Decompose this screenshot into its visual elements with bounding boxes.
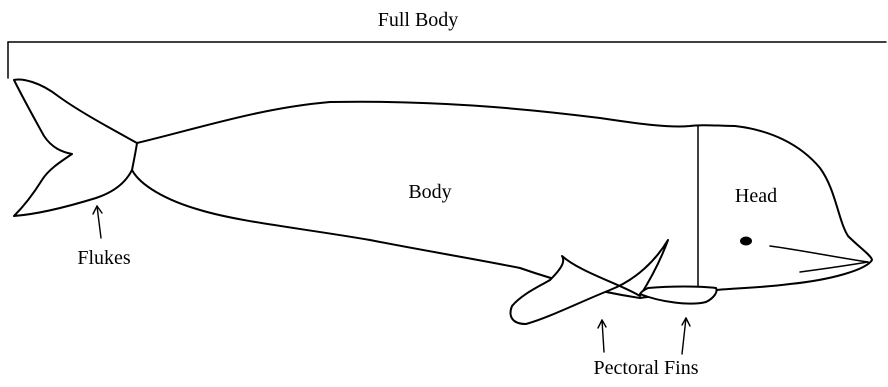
pectoral-fin-far: [640, 287, 717, 304]
full-body-label: Full Body: [378, 9, 459, 31]
pectoral-fin-far-arrow: [682, 318, 690, 354]
flukes-label: Flukes: [77, 247, 131, 269]
head-label: Head: [735, 185, 777, 207]
tail-flukes-outline: [14, 80, 137, 216]
flukes-arrow: [93, 206, 102, 238]
body-label: Body: [408, 181, 451, 203]
pectoral-fin-near-arrow: [598, 320, 606, 352]
full-body-bracket: [8, 42, 886, 78]
eye-icon: [740, 237, 752, 246]
pectoral-fins-label: Pectoral Fins: [594, 357, 699, 379]
